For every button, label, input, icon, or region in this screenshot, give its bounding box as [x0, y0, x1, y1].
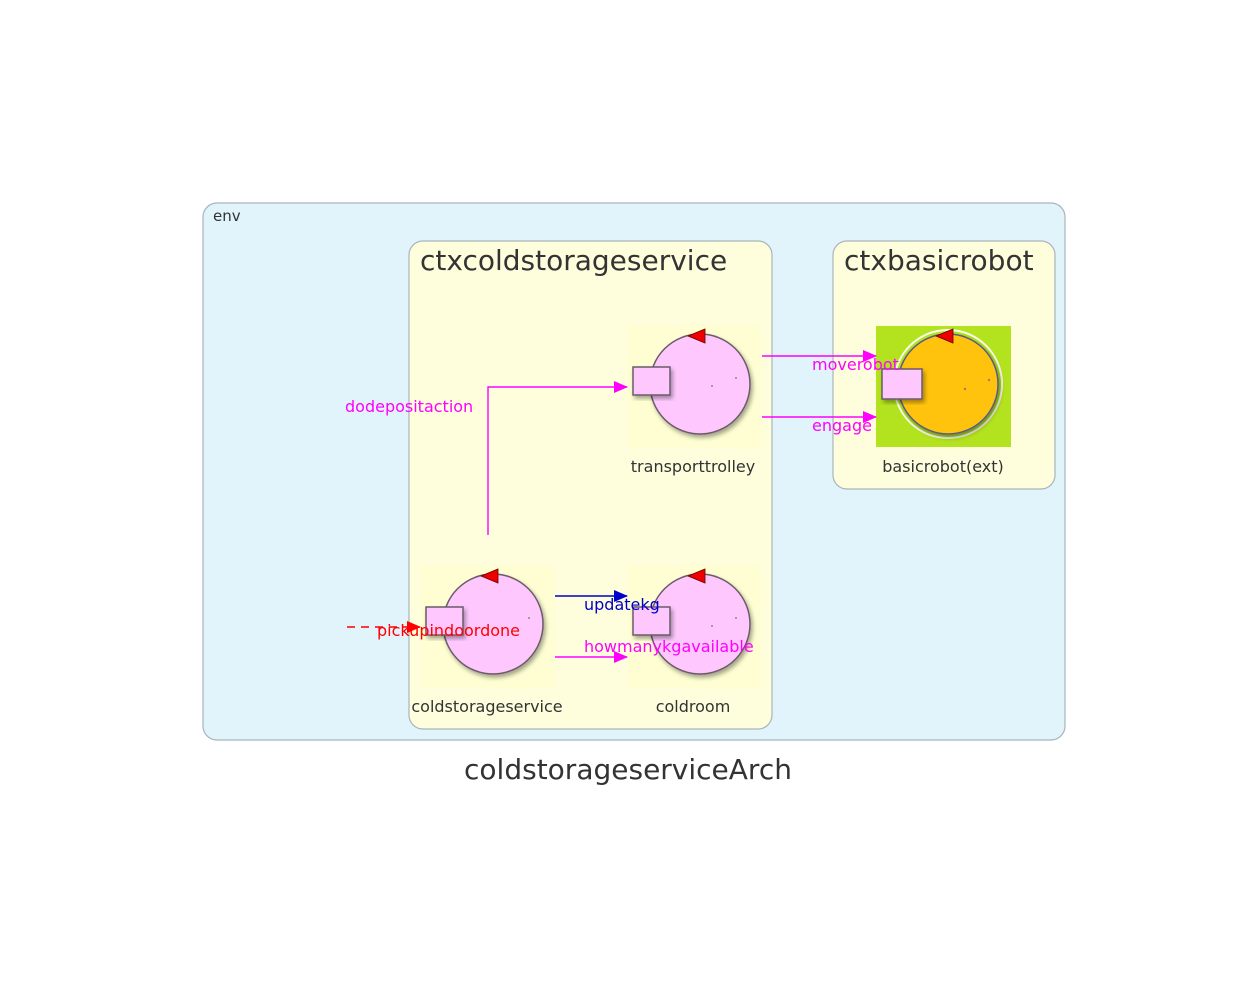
edge-moverobot[interactable]: moverobot [762, 350, 899, 374]
actor-label-transporttrolley: transporttrolley [631, 457, 755, 476]
edge-label-engage: engage [812, 416, 872, 435]
actor-label-coldstorageservice: coldstorageservice [411, 697, 562, 716]
edge-label-howmanykgavailable: howmanykgavailable [584, 637, 754, 656]
context-label-ctxcoldstorageservice: ctxcoldstorageservice [420, 244, 727, 277]
actor-label-basicrobot: basicrobot(ext) [882, 457, 1004, 476]
actor-flag-icon [686, 568, 706, 584]
actor-mailbox-icon [425, 606, 464, 636]
actor-flag-icon [934, 328, 954, 344]
actor-flag-icon [686, 328, 706, 344]
edge-engage[interactable]: engage [762, 411, 877, 435]
actor-mailbox-icon [881, 368, 923, 400]
actor-transporttrolley[interactable]: transporttrolley [628, 326, 761, 476]
edge-label-pickupindoordone: pickupindoordone [377, 621, 520, 640]
edge-label-dodepositaction: dodepositaction [345, 397, 473, 416]
env-label: env [213, 207, 241, 225]
actor-flag-icon [479, 568, 499, 584]
edge-updatekg[interactable]: updatekg [555, 590, 660, 614]
actor-coldroom[interactable]: coldroom [628, 566, 761, 716]
edge-pickupindoordone[interactable]: pickupindoordone [347, 621, 520, 640]
edge-dodepositaction[interactable]: dodepositaction [345, 381, 628, 535]
diagram-title: coldstorageserviceArch [464, 753, 792, 786]
edge-label-updatekg: updatekg [584, 595, 660, 614]
edge-howmanykgavailable[interactable]: howmanykgavailable [555, 637, 754, 663]
edge-label-moverobot: moverobot [812, 355, 899, 374]
actor-label-coldroom: coldroom [656, 697, 731, 716]
actor-basicrobot[interactable]: basicrobot(ext) [876, 326, 1011, 476]
actor-coldstorageservice[interactable]: coldstorageservice [411, 566, 563, 716]
actor-mailbox-icon [632, 606, 671, 636]
context-label-ctxbasicrobot: ctxbasicrobot [844, 244, 1034, 277]
actor-mailbox-icon [632, 366, 671, 396]
